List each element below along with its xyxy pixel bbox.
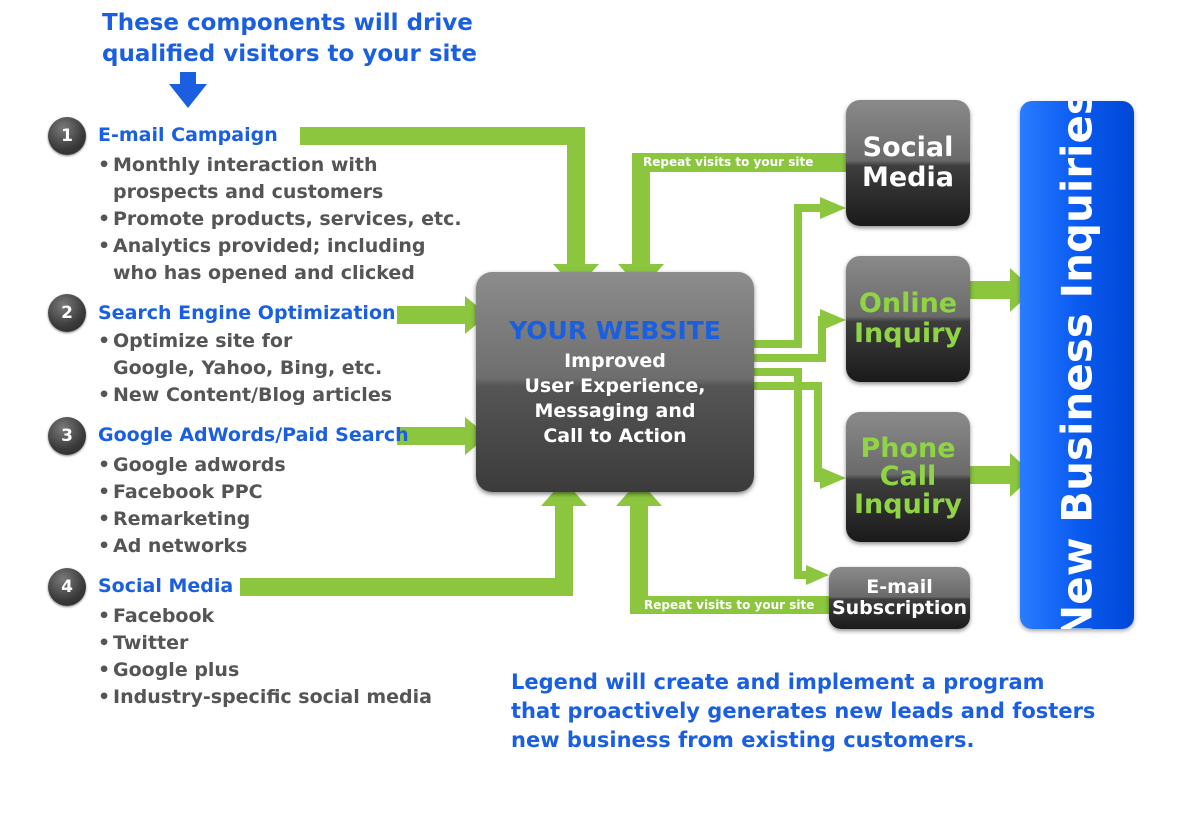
social-media-line-1: Social [862,132,954,163]
bullet-item: Google plus [98,657,432,684]
bullet-item: Google adwords [98,452,286,479]
footer-line-3: new business from existing customers. [511,728,975,752]
section-4-title: Social Media [98,575,234,597]
website-title: YOUR WEBSITE [509,316,721,345]
section-1-bullets: Monthly interaction with prospects and c… [98,152,462,287]
website-line-4: Call to Action [543,425,687,447]
website-to-email-arrowhead [806,565,829,585]
your-website-box: YOUR WEBSITE Improved User Experience, M… [476,272,754,492]
bullet-item: Monthly interaction with [98,152,462,179]
bullet-item: Facebook PPC [98,479,286,506]
website-to-social-arrow [754,204,822,348]
phone-inquiry-line-3: Inquiry [854,489,962,520]
website-line-2: User Experience, [524,375,706,397]
website-description: Improved User Experience, Messaging and … [476,349,754,449]
phone-to-new-business-arrow [970,453,1034,497]
bullet-item: Facebook [98,603,432,630]
website-line-3: Messaging and [534,400,696,422]
bullet-item: Optimize site for [98,328,392,355]
footer-line-2: that proactively generates new leads and… [511,699,1096,723]
email-subscription-line-2: Subscription [831,597,968,619]
bullet-item: Analytics provided; including [98,233,462,260]
section-3-bullets: Google adwords Facebook PPC Remarketing … [98,452,286,560]
website-to-email-arrow [754,368,808,579]
section-3-title: Google AdWords/Paid Search [98,424,409,446]
footer-line-1: Legend will create and implement a progr… [511,670,1045,694]
repeat-visits-bottom-label: Repeat visits to your site [644,598,815,612]
bullet-item: Remarketing [98,506,286,533]
phone-call-inquiry-box: Phone Call Inquiry [846,412,970,542]
repeat-top-arrow [618,153,846,290]
repeat-visits-top-label: Repeat visits to your site [643,155,814,169]
website-to-phone-arrow [754,382,822,482]
repeat-bottom-arrow [616,480,829,614]
intro-heading: These components will drive qualified vi… [102,8,522,70]
website-line-1: Improved [564,350,666,372]
bullet-item: Promote products, services, etc. [98,206,462,233]
section-2-number-badge: 2 [48,294,86,332]
bullet-item: prospects and customers [113,181,384,203]
phone-inquiry-line-2: Call [879,461,937,492]
social-media-line-2: Media [862,162,954,193]
section-1-number-badge: 1 [48,117,86,155]
social-media-arrow [240,480,587,596]
website-to-online-arrowhead [820,309,846,331]
intro-down-arrow [169,72,207,108]
bullet-item: Twitter [98,630,432,657]
section-3-number-badge: 3 [48,417,86,455]
section-2-bullets: Optimize site for Google, Yahoo, Bing, e… [98,328,392,409]
website-to-online-arrow [754,320,826,362]
email-subscription-box: E-mail Subscription [829,567,970,629]
website-to-social-arrowhead [820,197,846,219]
new-business-inquiries-label: New Business Inquiries [1052,101,1102,629]
email-subscription-line-1: E-mail [866,576,933,598]
online-inquiry-line-2: Inquiry [854,318,962,349]
bullet-item: who has opened and clicked [113,262,415,284]
bullet-item: Google, Yahoo, Bing, etc. [113,357,383,379]
website-to-phone-arrowhead [820,467,846,489]
new-business-inquiries-bar: New Business Inquiries [1020,101,1134,629]
bullet-item: New Content/Blog articles [98,382,392,409]
intro-line-2: qualified visitors to your site [102,41,478,67]
phone-inquiry-line-1: Phone [860,433,956,464]
footer-statement: Legend will create and implement a progr… [511,668,1151,755]
section-4-bullets: Facebook Twitter Google plus Industry-sp… [98,603,432,711]
online-inquiry-box: Online Inquiry [846,256,970,382]
online-inquiry-line-1: Online [858,288,958,319]
section-1-title: E-mail Campaign [98,124,278,146]
seo-arrow [397,296,488,334]
section-4-number-badge: 4 [48,568,86,606]
section-2-title: Search Engine Optimization [98,302,396,324]
adwords-arrow [397,417,488,455]
intro-line-1: These components will drive [102,10,473,36]
bullet-item: Industry-specific social media [98,684,432,711]
online-to-new-business-arrow [970,268,1034,312]
bullet-item: Ad networks [98,533,286,560]
social-media-box: Social Media [846,100,970,226]
